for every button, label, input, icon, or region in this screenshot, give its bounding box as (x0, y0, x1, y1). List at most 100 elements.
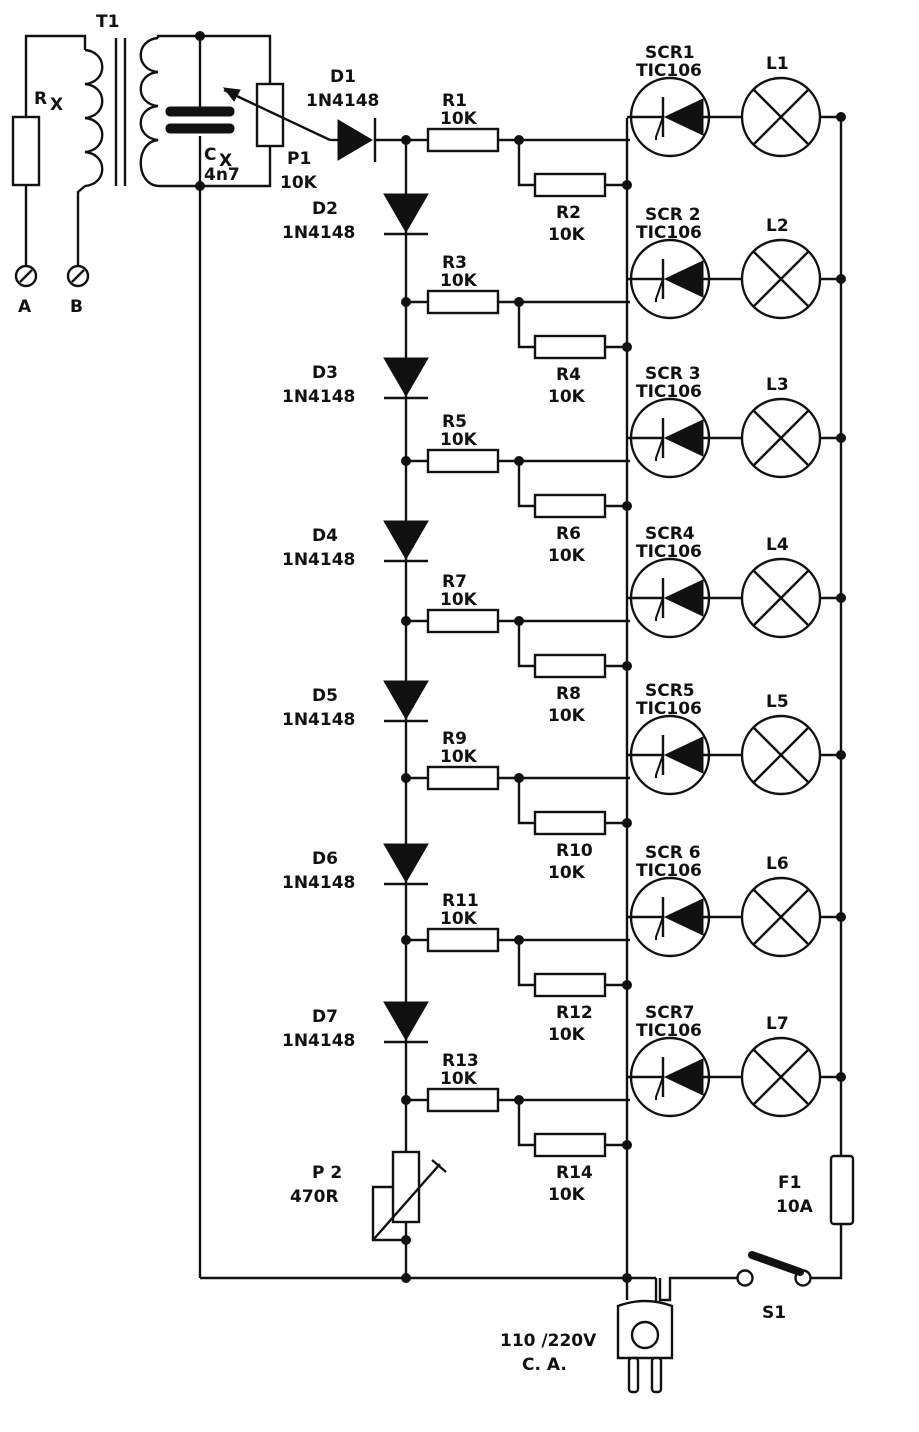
scr-type: TIC106 (636, 61, 702, 81)
switch-left-wire (658, 1276, 745, 1302)
lamp-name: L2 (766, 216, 789, 236)
bypass-wire (517, 1100, 535, 1147)
rx-resistor (11, 115, 41, 187)
p1-name: P1 (287, 149, 311, 169)
junction-dot (622, 1140, 632, 1150)
series-diode-triangle (383, 520, 429, 560)
scr-name: SCR4 (645, 524, 695, 544)
junction-dot (622, 501, 632, 511)
primary-coil (84, 48, 104, 188)
mains-plug-socket-ring (630, 1320, 660, 1350)
fuse-f1 (829, 1154, 855, 1226)
scr-type: TIC106 (636, 1021, 702, 1041)
d1-diode-triangle (337, 119, 373, 161)
scr-type: TIC106 (636, 542, 702, 562)
d1-name: D1 (330, 67, 356, 87)
gate-resistor (426, 1087, 500, 1113)
series-diode-triangle (383, 193, 429, 233)
mains-voltage: 110 /220V (500, 1331, 597, 1351)
series-diode-name: D5 (312, 686, 338, 706)
series-diode-value: 1N4148 (282, 710, 355, 730)
scr-gate-lead (655, 278, 664, 302)
series-diode-triangle (383, 1001, 429, 1041)
series-diode-value: 1N4148 (282, 223, 355, 243)
d1-value: 1N4148 (306, 91, 379, 111)
junction-dot (195, 181, 205, 191)
gate-resistor-value: 10K (440, 430, 478, 450)
junction-dot (836, 112, 846, 122)
gate-bypass-resistor (533, 334, 607, 360)
scr-name: SCR7 (645, 1003, 695, 1023)
gate-resistor-value: 10K (440, 590, 478, 610)
gate-resistor-name: R9 (442, 729, 467, 749)
gate-resistor-value: 10K (440, 109, 478, 129)
junction-dot (195, 31, 205, 41)
bypass-wire (517, 940, 535, 987)
lamp-cross (753, 889, 809, 945)
junction-dot (622, 342, 632, 352)
junction-dot (836, 433, 846, 443)
junction-dot (836, 750, 846, 760)
terminal-b-slot (71, 269, 85, 283)
scr-type: TIC106 (636, 699, 702, 719)
junction-dot (836, 912, 846, 922)
gate-resistor (426, 289, 500, 315)
p2-adjust-tick (431, 1159, 447, 1173)
fuse-value: 10A (776, 1197, 814, 1217)
gate-resistor (426, 927, 500, 953)
bypass-resistor-value: 10K (548, 387, 586, 407)
p1-wiper-arrow (222, 87, 241, 102)
mains-plug-pin-right (650, 1356, 663, 1394)
cx-subscript: X (219, 151, 232, 171)
junction-dot (836, 274, 846, 284)
junction-dot (836, 593, 846, 603)
junction-dot (622, 661, 632, 671)
gate-resistor-name: R5 (442, 412, 467, 432)
cx-plate-top (165, 106, 235, 117)
gate-resistor-name: R11 (442, 891, 479, 911)
scr-name: SCR1 (645, 43, 695, 63)
gate-resistor-value: 10K (440, 1069, 478, 1089)
junction-dot (401, 1273, 411, 1283)
input-section: T1 R X A B C X 4n7 P1 10K D1 1N4148 (11, 12, 379, 1278)
lamp-cross (753, 410, 809, 466)
bypass-resistor-name: R6 (556, 524, 581, 544)
primary-top-wire (24, 34, 87, 117)
bypass-wire (517, 621, 535, 668)
p2-wiper-wire (371, 1185, 406, 1242)
p1-value: 10K (280, 173, 318, 193)
gate-resistor-name: R7 (442, 572, 467, 592)
cx-label: C (204, 145, 216, 165)
gate-resistor-name: R13 (442, 1051, 479, 1071)
gate-resistor (426, 448, 500, 474)
lamp-cross (753, 727, 809, 783)
gate-resistor-name: R3 (442, 253, 467, 273)
scr-gate-lead (655, 754, 664, 778)
p2-value: 470R (290, 1187, 339, 1207)
switch-contact-left (736, 1269, 754, 1287)
scr-type: TIC106 (636, 861, 702, 881)
scr-type: TIC106 (636, 382, 702, 402)
bypass-resistor-name: R12 (556, 1003, 593, 1023)
junction-dot (836, 1072, 846, 1082)
junction-dot (622, 180, 632, 190)
lamp-cross (753, 89, 809, 145)
lamp-cross (753, 570, 809, 626)
gate-resistor-name: R1 (442, 91, 467, 111)
scr-name: SCR 2 (645, 205, 701, 225)
series-diode-value: 1N4148 (282, 873, 355, 893)
series-diode-value: 1N4148 (282, 387, 355, 407)
gate-bypass-resistor (533, 172, 607, 198)
bottom-section: P 2 470R F1 10A S1 110 /220V C. A. (200, 1102, 855, 1394)
series-diode-name: D3 (312, 363, 338, 383)
scr-gate-lead (655, 916, 664, 940)
mains-type: C. A. (522, 1355, 567, 1375)
scr-name: SCR5 (645, 681, 695, 701)
cx-value: 4n7 (204, 165, 240, 185)
gate-resistor-value: 10K (440, 747, 478, 767)
bypass-resistor-value: 10K (548, 1025, 586, 1045)
gate-resistor (426, 127, 500, 153)
scr-type: TIC106 (636, 223, 702, 243)
series-diode-name: D2 (312, 199, 338, 219)
